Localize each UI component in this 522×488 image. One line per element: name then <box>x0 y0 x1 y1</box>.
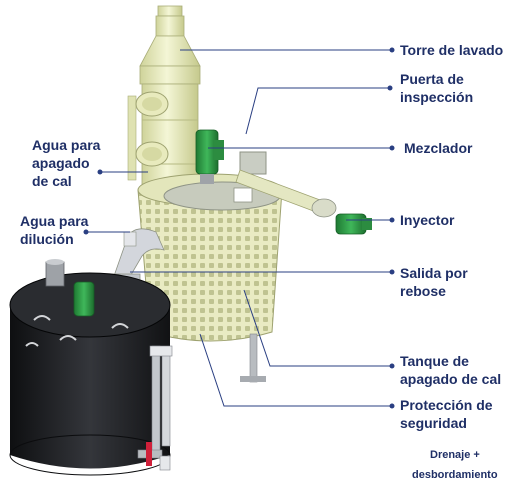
label-line: Tanque de <box>400 353 469 369</box>
label-line: inspección <box>400 89 474 105</box>
label-line: apagado <box>32 155 90 171</box>
label-tanque-de-apagado-de-cal: Tanque de apagado de cal <box>400 352 501 388</box>
storage-tank <box>9 259 173 476</box>
label-line: Salida por <box>400 265 468 281</box>
label-agua-para-dilucion: Agua para dilución <box>20 212 88 248</box>
leader-puerta <box>245 87 390 135</box>
label-torre-de-lavado: Torre de lavado <box>400 41 503 59</box>
safety-cage <box>137 151 283 383</box>
label-proteccion-de-seguridad: Protección de seguridad <box>400 396 493 432</box>
label-text: Torre de lavado <box>400 42 504 58</box>
label-line: desbordamiento <box>412 469 498 481</box>
label-text: Inyector <box>400 212 455 228</box>
label-inyector: Inyector <box>400 211 454 229</box>
label-text: Mezclador <box>404 140 473 156</box>
label-salida-por-rebose: Salida por rebose <box>400 264 468 300</box>
label-line: Protección de <box>400 397 493 413</box>
label-line: Agua para <box>32 137 101 153</box>
label-mezclador: Mezclador <box>404 139 472 157</box>
mixer-motor <box>195 129 224 184</box>
label-drenaje-desbordamiento: Drenaje + desbordamiento <box>412 448 498 482</box>
label-line: seguridad <box>400 415 467 431</box>
leader-proteccion <box>199 333 392 407</box>
leader-tanque <box>243 289 392 367</box>
label-line: Drenaje + <box>430 449 480 461</box>
injector-assembly <box>235 169 372 235</box>
leader-lines <box>83 47 395 409</box>
label-line: Agua para <box>20 213 89 229</box>
label-agua-para-apagado-de-cal: Agua para apagado de cal <box>32 136 100 190</box>
label-line: Puerta de <box>400 71 464 87</box>
label-line: de cal <box>32 173 72 189</box>
label-line: dilución <box>20 231 74 247</box>
label-line: rebose <box>400 283 446 299</box>
label-line: apagado de cal <box>400 371 502 387</box>
label-puerta-de-inspeccion: Puerta de inspección <box>400 70 473 106</box>
